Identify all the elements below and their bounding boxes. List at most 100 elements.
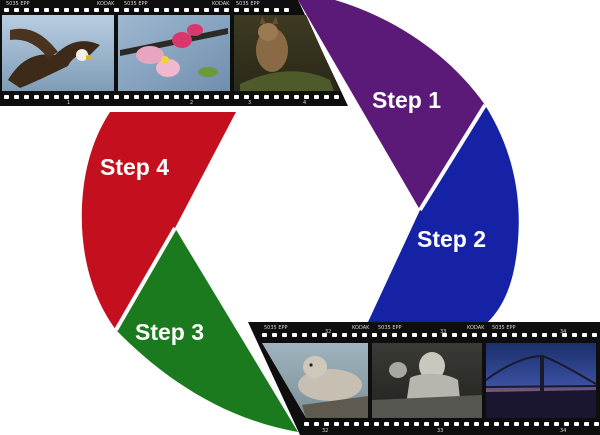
sprocket-hole <box>34 8 39 12</box>
film-sprockets <box>262 333 597 337</box>
sprocket-hole <box>462 333 467 337</box>
sprocket-hole <box>442 333 447 337</box>
sprocket-hole <box>24 95 29 99</box>
sprocket-hole <box>562 333 567 337</box>
sprocket-hole <box>54 8 59 12</box>
sprocket-hole <box>74 8 79 12</box>
bobcat-photo <box>234 15 340 91</box>
film-code: 5035 EPP <box>6 1 30 7</box>
sprocket-hole <box>4 8 9 12</box>
sprocket-hole <box>572 333 577 337</box>
sprocket-hole <box>94 8 99 12</box>
sprocket-hole <box>444 422 449 426</box>
sprocket-hole <box>104 8 109 12</box>
film-sprockets <box>4 8 289 12</box>
sprocket-hole <box>512 333 517 337</box>
sprocket-hole <box>24 8 29 12</box>
bridge-photo <box>485 343 597 418</box>
film-code: 5035 EPP <box>124 1 148 7</box>
film-sprockets <box>304 422 599 426</box>
sprocket-hole <box>392 333 397 337</box>
sprocket-hole <box>474 422 479 426</box>
sprocket-hole <box>424 422 429 426</box>
sprocket-hole <box>334 422 339 426</box>
sprocket-hole <box>44 8 49 12</box>
sprocket-hole <box>434 422 439 426</box>
sprocket-hole <box>64 8 69 12</box>
sprocket-hole <box>34 95 39 99</box>
sprocket-hole <box>144 95 149 99</box>
film-code: 5035 EPP <box>264 325 288 331</box>
sprocket-hole <box>332 333 337 337</box>
sprocket-hole <box>14 8 19 12</box>
sprocket-hole <box>394 422 399 426</box>
sprocket-hole <box>454 422 459 426</box>
sprocket-hole <box>324 95 329 99</box>
film-sprockets <box>4 95 339 99</box>
step-1-blade <box>298 0 485 210</box>
film-code: 5035 EPP <box>236 1 260 7</box>
sprocket-hole <box>592 333 597 337</box>
film-brand: KODAK <box>97 1 115 7</box>
sprocket-hole <box>164 95 169 99</box>
step-1-label: Step 1 <box>372 87 441 113</box>
blade-separators <box>114 103 487 332</box>
sprocket-hole <box>264 8 269 12</box>
sprocket-hole <box>124 95 129 99</box>
frame-number: 3 <box>248 100 251 106</box>
sprocket-hole <box>272 333 277 337</box>
sprocket-hole <box>414 422 419 426</box>
sprocket-hole <box>564 422 569 426</box>
sprocket-hole <box>84 95 89 99</box>
sprocket-hole <box>124 8 129 12</box>
sprocket-hole <box>194 95 199 99</box>
sprocket-hole <box>194 8 199 12</box>
frame-number: 32 <box>325 329 331 335</box>
sprocket-hole <box>384 422 389 426</box>
sprocket-hole <box>184 95 189 99</box>
sprocket-hole <box>524 422 529 426</box>
sprocket-hole <box>274 8 279 12</box>
sprocket-hole <box>302 333 307 337</box>
sprocket-hole <box>254 95 259 99</box>
sprocket-hole <box>234 8 239 12</box>
seal-photo <box>262 343 368 418</box>
sprocket-hole <box>514 422 519 426</box>
sprocket-hole <box>94 95 99 99</box>
sprocket-hole <box>104 95 109 99</box>
sprocket-hole <box>412 333 417 337</box>
sprocket-hole <box>404 422 409 426</box>
sprocket-hole <box>144 8 149 12</box>
film-brand: KODAK <box>212 1 230 7</box>
sprocket-hole <box>584 422 589 426</box>
sprocket-hole <box>312 333 317 337</box>
step-2-label: Step 2 <box>417 226 486 252</box>
sprocket-hole <box>522 333 527 337</box>
sprocket-hole <box>362 333 367 337</box>
sprocket-hole <box>184 8 189 12</box>
sprocket-hole <box>264 95 269 99</box>
sprocket-hole <box>472 333 477 337</box>
sprocket-hole <box>14 95 19 99</box>
sprocket-hole <box>344 422 349 426</box>
sprocket-hole <box>44 95 49 99</box>
sprocket-hole <box>204 95 209 99</box>
step-4-label: Step 4 <box>100 154 169 180</box>
sprocket-hole <box>224 95 229 99</box>
sprocket-hole <box>84 8 89 12</box>
sprocket-hole <box>314 95 319 99</box>
step-4-blade <box>81 112 237 330</box>
sprocket-hole <box>554 422 559 426</box>
frame-number: 4 <box>303 100 306 106</box>
sprocket-hole <box>134 95 139 99</box>
step-3-label: Step 3 <box>135 319 204 345</box>
statue-photo <box>372 343 482 418</box>
sprocket-hole <box>482 333 487 337</box>
film-brand: KODAK <box>352 325 370 331</box>
sprocket-hole <box>582 333 587 337</box>
sprocket-hole <box>254 8 259 12</box>
sprocket-hole <box>574 422 579 426</box>
sprocket-hole <box>64 95 69 99</box>
sprocket-hole <box>154 8 159 12</box>
